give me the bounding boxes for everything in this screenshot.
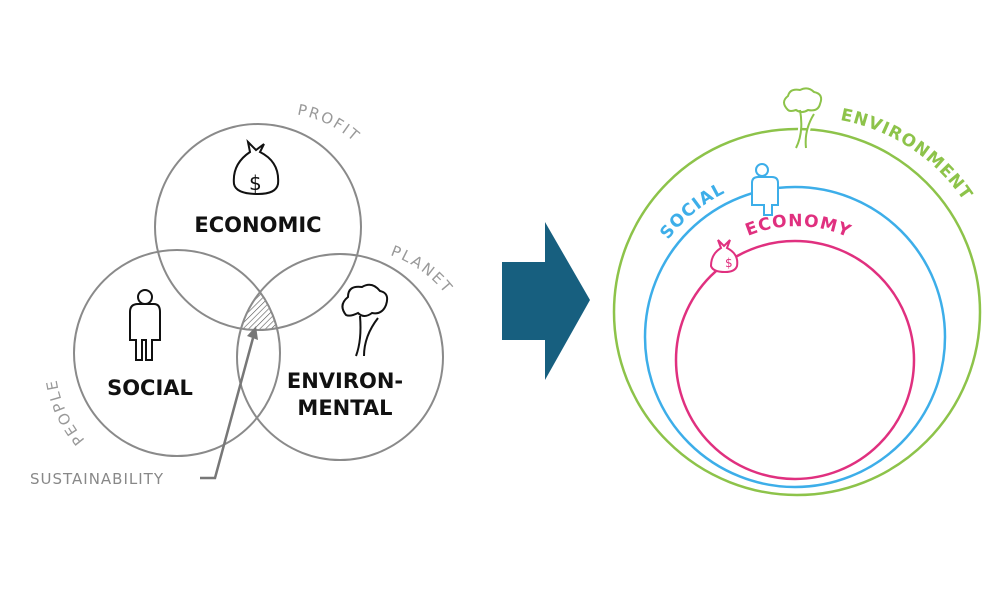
tree-icon	[341, 283, 389, 357]
right-arrow-icon	[502, 222, 590, 380]
environment-ring	[612, 127, 982, 497]
person-icon	[129, 289, 161, 361]
environmental-circle	[236, 253, 444, 461]
sustainability-pointer-arrow	[200, 337, 255, 480]
sustainability-label: SUSTAINABILITY	[30, 470, 164, 488]
economy-ring	[674, 239, 916, 481]
social-label: SOCIAL	[107, 376, 193, 400]
economic-circle	[154, 123, 362, 331]
svg-text:$: $	[725, 256, 733, 270]
economic-label: ECONOMIC	[194, 213, 321, 237]
profit-label: PROFIT	[296, 101, 364, 146]
economy-label: ECONOMY	[743, 211, 854, 242]
money-bag-icon: $	[709, 239, 739, 274]
arrowhead-icon	[247, 326, 258, 340]
nested-circles-diagram: ENVIRONMENT SOCIAL $ ECONOMY	[612, 87, 982, 497]
social-ring	[643, 185, 947, 489]
money-bag-icon: $	[232, 138, 280, 196]
person-icon	[751, 163, 779, 216]
planet-label: PLANET	[389, 242, 457, 298]
people-label: PEOPLE	[42, 377, 88, 449]
social-circle	[73, 249, 281, 457]
environment-label: ENVIRONMENT	[839, 105, 977, 204]
svg-text:$: $	[249, 171, 262, 195]
sustainability-intersection	[237, 254, 280, 330]
environmental-label-line1: ENVIRON-	[287, 369, 403, 393]
social-ring-label: SOCIAL	[656, 179, 728, 243]
environmental-label-line2: MENTAL	[297, 396, 392, 420]
tree-icon	[783, 87, 823, 149]
venn-diagram: $ ECONOMIC PROFIT SOCIAL PEOPLE ENVIRON-…	[30, 101, 457, 488]
